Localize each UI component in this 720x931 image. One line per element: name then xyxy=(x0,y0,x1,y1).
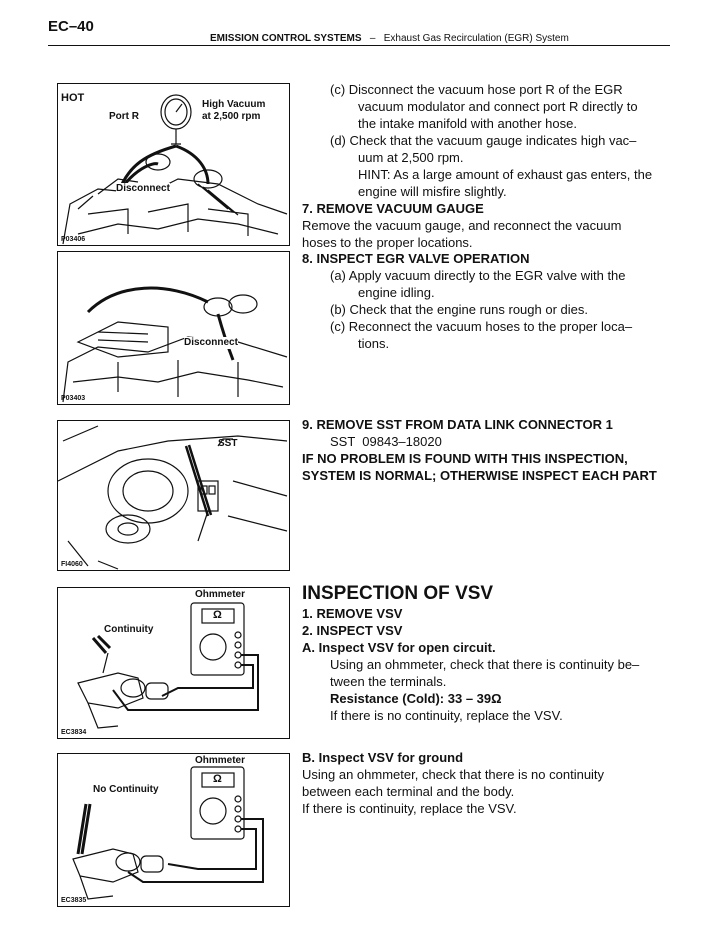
ohm-symbol: Ω xyxy=(213,609,222,621)
label-sst: SST xyxy=(218,438,238,449)
section-name: EMISSION CONTROL SYSTEMS xyxy=(210,33,362,44)
figure-code: EC3834 xyxy=(61,729,87,736)
figure-egr-valve: Disconnect P03403 xyxy=(57,251,290,405)
figure-vsv-continuity: Ohmmeter Continuity Ω EC3834 xyxy=(57,587,290,739)
step-8a-line-2: engine idling. xyxy=(358,285,435,300)
step-8c-line-2: tions. xyxy=(358,336,390,351)
vsv-section-title: INSPECTION OF VSV xyxy=(302,583,494,604)
vsv-b-line-2: between each terminal and the body. xyxy=(302,784,515,799)
header-dash: – xyxy=(369,33,376,44)
figure-vacuum-gauge: HOT Port R High Vacuum at 2,500 rpm Disc… xyxy=(57,83,290,246)
figure-vsv-ground: Ohmmeter No Continuity Ω EC3835 xyxy=(57,753,290,907)
step-8-title: 8. INSPECT EGR VALVE OPERATION xyxy=(302,251,530,266)
hint-line-1: HINT: As a large amount of exhaust gas e… xyxy=(358,167,653,182)
step-9-sst: SST 09843–18020 xyxy=(330,434,442,449)
vsv-b-line-1: Using an ohmmeter, check that there is n… xyxy=(302,767,605,782)
step-c-line-3: the intake manifold with another hose. xyxy=(358,116,577,131)
header-rule xyxy=(48,45,670,46)
label-high-vacuum: High Vacuum at 2,500 rpm xyxy=(202,99,266,122)
label-disconnect: Disconnect xyxy=(116,183,170,195)
hint-line-2: engine will misfire slightly. xyxy=(358,184,507,199)
step-9-note-line-2: SYSTEM IS NORMAL; OTHERWISE INSPECT EACH… xyxy=(302,468,657,483)
label-disconnect: Disconnect xyxy=(184,337,238,349)
step-8b: (b) Check that the engine runs rough or … xyxy=(330,302,588,317)
label-hot: HOT xyxy=(61,92,85,104)
figure-data-link-connector: SST FI4060 xyxy=(57,420,290,571)
vsv-b-title: B. Inspect VSV for ground xyxy=(302,750,464,765)
step-7-line-1: Remove the vacuum gauge, and reconnect t… xyxy=(302,218,622,233)
figure-code: EC3835 xyxy=(61,897,87,904)
label-no-continuity: No Continuity xyxy=(93,784,159,795)
step-c-line-1: (c) Disconnect the vacuum hose port R of… xyxy=(330,82,623,97)
page-number: EC–40 xyxy=(48,18,94,35)
step-c-line-2: vacuum modulator and connect port R dire… xyxy=(358,99,638,114)
vsv-a-line-3: If there is no continuity, replace the V… xyxy=(330,708,563,723)
vsv-a-resistance: Resistance (Cold): 33 – 39Ω xyxy=(330,691,502,706)
step-9-note-line-1: IF NO PROBLEM IS FOUND WITH THIS INSPECT… xyxy=(302,451,628,466)
step-8a-line-1: (a) Apply vacuum directly to the EGR val… xyxy=(330,268,626,283)
vsv-a-title: A. Inspect VSV for open circuit. xyxy=(302,640,496,655)
step-7-title: 7. REMOVE VACUUM GAUGE xyxy=(302,201,484,216)
step-8c-line-1: (c) Reconnect the vacuum hoses to the pr… xyxy=(330,319,633,334)
figure-code: P03403 xyxy=(61,395,86,402)
figure-code: P03406 xyxy=(61,236,86,243)
step-7-line-2: hoses to the proper locations. xyxy=(302,235,473,250)
label-ohmmeter: Ohmmeter xyxy=(195,755,246,766)
step-9-title: 9. REMOVE SST FROM DATA LINK CONNECTOR 1 xyxy=(302,417,613,432)
step-d-line-1: (d) Check that the vacuum gauge indicate… xyxy=(330,133,637,148)
vsv-step-1: 1. REMOVE VSV xyxy=(302,606,403,621)
ohm-symbol: Ω xyxy=(213,773,222,785)
subsection-name: Exhaust Gas Recirculation (EGR) System xyxy=(383,33,569,44)
vsv-a-line-2: tween the terminals. xyxy=(330,674,447,689)
vsv-step-2: 2. INSPECT VSV xyxy=(302,623,403,638)
running-header: EMISSION CONTROL SYSTEMS – Exhaust Gas R… xyxy=(210,33,569,44)
step-d-line-2: uum at 2,500 rpm. xyxy=(358,150,464,165)
vsv-b-line-3: If there is continuity, replace the VSV. xyxy=(302,801,517,816)
engine-illustration-2 xyxy=(62,286,288,403)
label-continuity: Continuity xyxy=(104,624,154,635)
figure-code: FI4060 xyxy=(61,561,83,568)
label-ohmmeter: Ohmmeter xyxy=(195,589,246,600)
vsv-a-line-1: Using an ohmmeter, check that there is c… xyxy=(330,657,640,672)
label-port-r: Port R xyxy=(109,111,139,122)
engine-illustration-3 xyxy=(58,425,288,570)
ohmmeter-illustration-2 xyxy=(72,766,264,900)
ohmmeter-illustration-1 xyxy=(77,602,259,729)
